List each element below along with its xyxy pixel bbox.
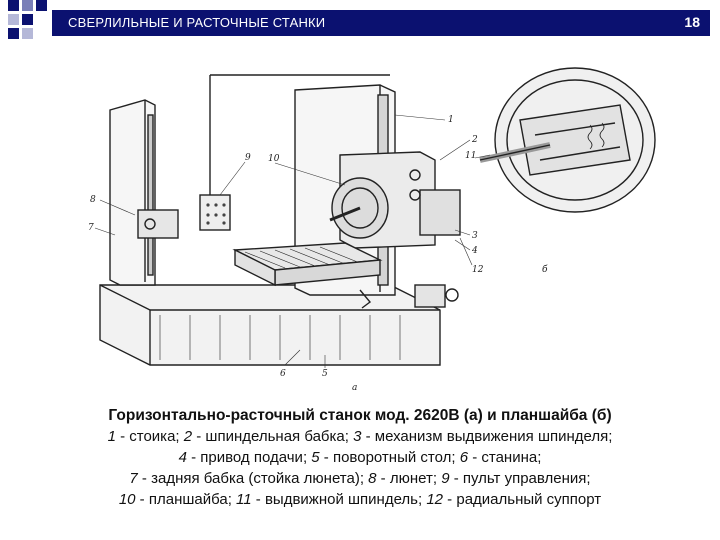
legend-text: - радиальный суппорт (443, 491, 602, 508)
legend-number: 7 (129, 470, 138, 487)
sub-label-b: б (542, 264, 548, 275)
callout-10: 10 (268, 154, 280, 164)
legend-number: 12 (426, 491, 444, 508)
legend-number: 6 (459, 449, 469, 466)
callout-12: 12 (472, 265, 484, 275)
caption-title: Горизонтально-расточный станок мод. 2620… (108, 407, 612, 424)
caption-legend-line: 7 - задняя бабка (стойка люнета); 8 - лю… (20, 468, 700, 489)
callout-3: 3 (472, 231, 478, 241)
legend-text: - привод подачи; (186, 449, 312, 466)
caption-legend-line: 10 - планшайба; 11 - выдвижной шпиндель;… (20, 489, 700, 510)
legend-number: 11 (236, 491, 252, 508)
legend-number: 10 (118, 491, 136, 508)
callout-4: 4 (471, 246, 478, 256)
slide-number: 18 (684, 14, 700, 30)
callout-7: 7 (88, 223, 94, 233)
callout-8: 8 (90, 195, 96, 205)
callout-2: 2 (471, 135, 478, 145)
legend-text: - планшайба; (135, 491, 237, 508)
caption-legend-line: 4 - привод подачи; 5 - поворотный стол; … (20, 447, 700, 468)
caption-legend-line: 1 - стоика; 2 - шпиндельная бабка; 3 - м… (20, 426, 700, 447)
callout-9: 9 (245, 153, 251, 163)
sub-label-a: a (352, 383, 357, 393)
figure-caption: Горизонтально-расточный станок мод. 2620… (20, 405, 700, 510)
legend-text: - стоика; (115, 428, 184, 445)
legend-text: - станина; (468, 449, 542, 466)
decorative-squares (0, 0, 60, 40)
legend-text: - выдвижной шпиндель; (251, 491, 427, 508)
legend-number: 1 (107, 428, 116, 445)
legend-number: 4 (178, 449, 187, 466)
caption-legend: 1 - стоика; 2 - шпиндельная бабка; 3 - м… (20, 426, 700, 510)
callout-11: 11 (465, 151, 476, 161)
legend-text: - поворотный стол; (319, 449, 460, 466)
legend-number: 5 (311, 449, 320, 466)
slide-title: СВЕРЛИЛЬНЫЕ И РАСТОЧНЫЕ СТАНКИ (68, 15, 326, 30)
machine-illustration: 1 2 3 4 5 6 7 8 9 10 11 12 a б (88, 67, 656, 393)
callout-1: 1 (448, 115, 454, 125)
legend-number: 9 (441, 470, 450, 487)
legend-text: - пульт управления; (449, 470, 591, 487)
legend-number: 8 (368, 470, 377, 487)
legend-text: - механизм выдвижения шпинделя; (361, 428, 613, 445)
legend-number: 2 (183, 428, 193, 445)
legend-text: - задняя бабка (стойка люнета); (137, 470, 369, 487)
header-bar: СВЕРЛИЛЬНЫЕ И РАСТОЧНЫЕ СТАНКИ 18 (52, 10, 710, 36)
legend-text: - люнет; (376, 470, 442, 487)
legend-number: 3 (353, 428, 362, 445)
callout-6: 6 (280, 369, 286, 379)
legend-text: - шпиндельная бабка; (192, 428, 354, 445)
callout-5: 5 (322, 369, 328, 379)
